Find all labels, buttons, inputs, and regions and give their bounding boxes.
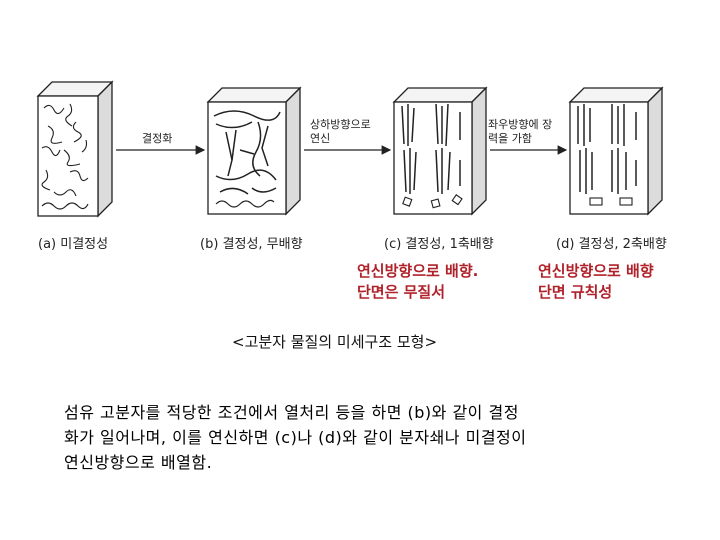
box-c-crystalline-uniaxial (392, 86, 488, 216)
description-line-2: 화가 일어나며, 이를 연신하면 (c)나 (d)와 같이 분자쇄나 미결정이 (64, 428, 527, 447)
caption-a: (a) 미결정성 (38, 237, 109, 252)
arrow-label-crystallization: 결정화 (142, 132, 173, 145)
box-b-crystalline-random (206, 86, 302, 216)
arrow-label-vertical-draw-2: 연신 (310, 132, 331, 145)
note-d-line1: 연신방향으로 배향 (538, 262, 654, 280)
description-line-1: 섬유 고분자를 적당한 조건에서 열처리 등을 하면 (b)와 같이 결정 (64, 403, 519, 422)
caption-d: (d) 결정성, 2축배향 (556, 237, 667, 252)
note-c-line2: 단면은 무질서 (357, 283, 446, 301)
caption-c: (c) 결정성, 1축배향 (384, 237, 494, 252)
caption-b: (b) 결정성, 무배향 (200, 237, 303, 252)
arrow-label-horizontal-tension-2: 력을 가함 (488, 132, 532, 145)
figure-title: <고분자 물질의 미세구조 모형> (232, 333, 438, 351)
arrow-label-vertical-draw-1: 상하방향으로 (310, 118, 371, 131)
description-line-3: 연신방향으로 배열함. (64, 453, 213, 472)
box-a-amorphous (36, 80, 114, 218)
note-d-line2: 단면 규칙성 (538, 283, 613, 301)
arrow-label-horizontal-tension-1: 좌우방향에 장 (488, 118, 553, 131)
note-c-line1: 연신방향으로 배향. (357, 262, 479, 280)
box-d-crystalline-biaxial (568, 86, 664, 216)
